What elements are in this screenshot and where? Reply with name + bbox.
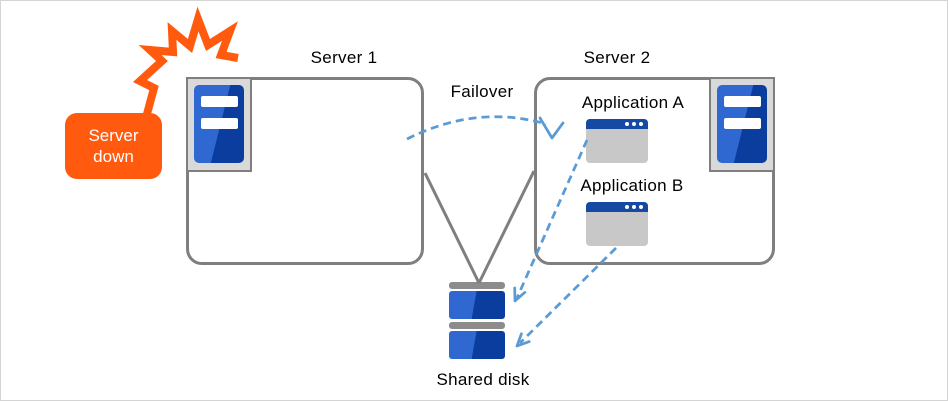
tower-slot [201, 96, 238, 107]
app-window-titlebar [586, 202, 648, 212]
server-tower-body [717, 85, 767, 163]
tower-slot [724, 96, 761, 107]
tower-slot [724, 118, 761, 129]
window-dot [639, 122, 643, 126]
disk-cap [449, 282, 505, 289]
window-dot [639, 205, 643, 209]
tower-slot [201, 118, 238, 129]
disk-platter [449, 291, 505, 319]
server2-label: Server 2 [583, 48, 651, 67]
window-dot [632, 205, 636, 209]
server-tower-body [194, 85, 244, 163]
server2-disk-link-line [477, 170, 536, 284]
application-b-label: Application B [580, 176, 684, 195]
disk-platter [449, 331, 505, 359]
failover-arrow-curve [406, 115, 547, 141]
application-a-label: Application A [581, 93, 685, 112]
disk-stack-icon [449, 282, 505, 362]
server-down-callout: Server down [65, 113, 162, 179]
app-b-disk-arrowhead [515, 332, 531, 348]
server-down-line2: down [93, 147, 134, 166]
server-down-line1: Server [88, 126, 139, 145]
server-tower-icon [186, 77, 252, 172]
app-window-titlebar [586, 119, 648, 129]
window-dot [632, 122, 636, 126]
app-window-icon [586, 202, 648, 246]
window-dot [625, 205, 629, 209]
app-a-disk-arrowhead [513, 286, 527, 303]
server1-label: Server 1 [310, 48, 378, 67]
shared-disk-label: Shared disk [436, 370, 530, 389]
server-tower-icon [709, 77, 775, 172]
server1-disk-link-line [423, 172, 481, 284]
window-dot [625, 122, 629, 126]
app-window-icon [586, 119, 648, 163]
failover-label: Failover [450, 82, 514, 101]
disk-cap [449, 322, 505, 329]
